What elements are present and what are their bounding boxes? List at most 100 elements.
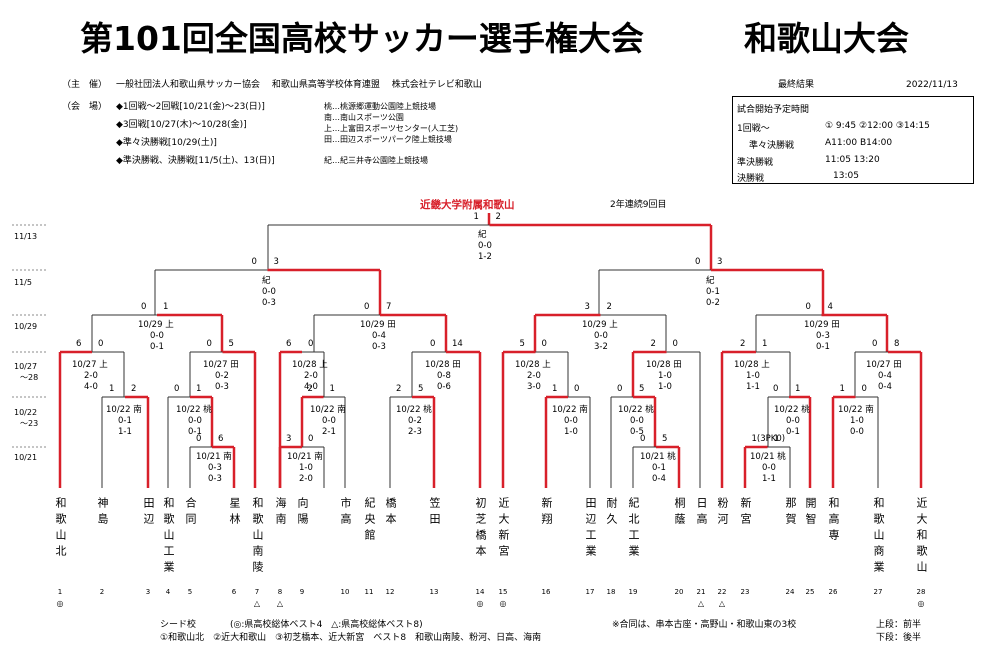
score-left: 0 <box>773 384 779 394</box>
team-number: 9 <box>299 588 305 596</box>
match-venue: 10/28 田 <box>646 360 682 370</box>
half-score-2: 0-6 <box>437 382 451 392</box>
organizer-text: 一般社団法人和歌山県サッカー協会 和歌山県高等学校体育連盟 株式会社テレビ和歌山 <box>116 80 482 90</box>
half-score-1: 0-1 <box>652 463 666 473</box>
match-venue: 10/29 上 <box>582 320 618 330</box>
team-name: 初芝橋本 <box>474 497 487 561</box>
half-score-2: 0-1 <box>188 427 202 437</box>
score-left: 0 <box>364 302 370 312</box>
half-score-2: 4-0 <box>84 382 98 392</box>
half-score-2: 1-1 <box>762 474 776 484</box>
team-name: 星林 <box>228 497 241 529</box>
match-venue: 紀 <box>478 230 487 240</box>
schedule-1: ◆1回戦～2回戦[10/21(金)～23(日)] <box>116 102 265 112</box>
half-score-2: 0-0 <box>850 427 864 437</box>
score-right: 0 <box>98 339 104 349</box>
page-title: 第101回全国高校サッカー選手権大会 <box>80 19 644 58</box>
seed-list: ①和歌山北 ②近大和歌山 ③初芝橋本、近大新宮 ベスト8 和歌山南陵、粉河、日高… <box>160 633 542 643</box>
score-right: 2 <box>495 212 501 222</box>
venue-3: 上…上富田スポーツセンター(人工芝) <box>324 124 459 133</box>
kickoff-sf-label: 準決勝戦 <box>737 158 774 168</box>
team-name: 笠田 <box>428 497 441 529</box>
round-date-label: ～23 <box>20 419 39 428</box>
half-score-2: 1-0 <box>658 382 672 392</box>
half-score-1: 0-0 <box>762 463 776 473</box>
team-name: 田辺 <box>142 497 155 529</box>
match-venue: 10/22 南 <box>552 405 588 415</box>
half-score-1: 0-8 <box>437 371 451 381</box>
kickoff-qf-times: A11:00 B14:00 <box>825 138 893 148</box>
half-score-1: 0-4 <box>372 331 386 341</box>
team-number: 28 <box>916 588 926 596</box>
team-name: 和歌山工業 <box>162 497 175 577</box>
score-left: 0 <box>174 384 180 394</box>
half-score-1: 2-0 <box>304 371 318 381</box>
kickoff-f-label: 決勝戦 <box>737 174 765 184</box>
team-number: 21 <box>696 588 706 596</box>
score-right: 3 <box>717 257 723 267</box>
organizer-label: （主 催） <box>62 80 108 90</box>
score-right: 7 <box>386 302 392 312</box>
match-venue: 紀 <box>706 276 715 286</box>
match-venue: 10/21 南 <box>287 452 323 462</box>
half-score-2: 0-4 <box>652 474 666 484</box>
match-venue: 10/27 上 <box>72 360 108 370</box>
score-left: 3 <box>584 302 590 312</box>
team-number: 15 <box>498 588 508 596</box>
half-score-1: 0-0 <box>594 331 608 341</box>
score-right: 5 <box>418 384 424 394</box>
round-date-label: ～28 <box>20 373 39 382</box>
score-left: 0 <box>695 257 701 267</box>
half-score-1: 0-0 <box>150 331 164 341</box>
team-number: 1 <box>57 588 63 596</box>
score-right: 0 <box>672 339 678 349</box>
team-number: 20 <box>674 588 684 596</box>
score-right: 1 <box>795 384 801 394</box>
seed-label: シード校 <box>160 620 197 630</box>
venue-2: 南…南山スポーツ公園 <box>324 113 404 122</box>
score-left: 0 <box>640 434 646 444</box>
final-venue: 紀…紀三井寺公園陸上競技場 <box>324 156 428 165</box>
score-right: 1 <box>762 339 768 349</box>
round-date-label: 11/5 <box>14 278 32 287</box>
team-number: 18 <box>606 588 616 596</box>
score-right: 5 <box>228 339 234 349</box>
half-score-1: 0-1 <box>706 287 720 297</box>
match-venue: 10/28 上 <box>515 360 551 370</box>
team-number: 16 <box>541 588 551 596</box>
score-left: 2 <box>740 339 746 349</box>
half-score-1: 0-3 <box>208 463 222 473</box>
team-number: 10 <box>340 588 350 596</box>
team-number: 24 <box>785 588 795 596</box>
score-left: 1 <box>109 384 115 394</box>
kickoff-qf-label: 準々決勝戦 <box>749 141 795 151</box>
half-score-1: 0-2 <box>408 416 422 426</box>
match-venue: 10/21 桃 <box>640 452 676 462</box>
half-score-1: 0-0 <box>786 416 800 426</box>
team-number: 26 <box>828 588 838 596</box>
seed-mark: △ <box>697 599 705 608</box>
team-name: 和歌山南陵 <box>251 497 264 577</box>
seed-mark: △ <box>718 599 726 608</box>
team-name: 紀北工業 <box>627 497 640 561</box>
team-name: 新宮 <box>739 497 752 529</box>
score-right: 2 <box>606 302 612 312</box>
round-date-label: 10/21 <box>14 453 38 462</box>
half-score-2: 0-3 <box>215 382 229 392</box>
score-right: 6 <box>218 434 224 444</box>
half-score-1: 0-0 <box>188 416 202 426</box>
half-score-1: 0-0 <box>564 416 578 426</box>
score-right: 1 <box>196 384 202 394</box>
half-score-1: 2-0 <box>527 371 541 381</box>
team-name: 和高専 <box>827 497 840 545</box>
score-right: 0 <box>861 384 867 394</box>
half-score-1: 0-2 <box>215 371 229 381</box>
result-date: 2022/11/13 <box>906 80 958 90</box>
team-number: 19 <box>628 588 638 596</box>
score-right: 14 <box>452 339 463 349</box>
team-name: 近大和歌山 <box>915 497 928 577</box>
team-number: 13 <box>429 588 439 596</box>
team-name: 那賀 <box>784 497 797 529</box>
match-venue: 10/27 田 <box>203 360 239 370</box>
